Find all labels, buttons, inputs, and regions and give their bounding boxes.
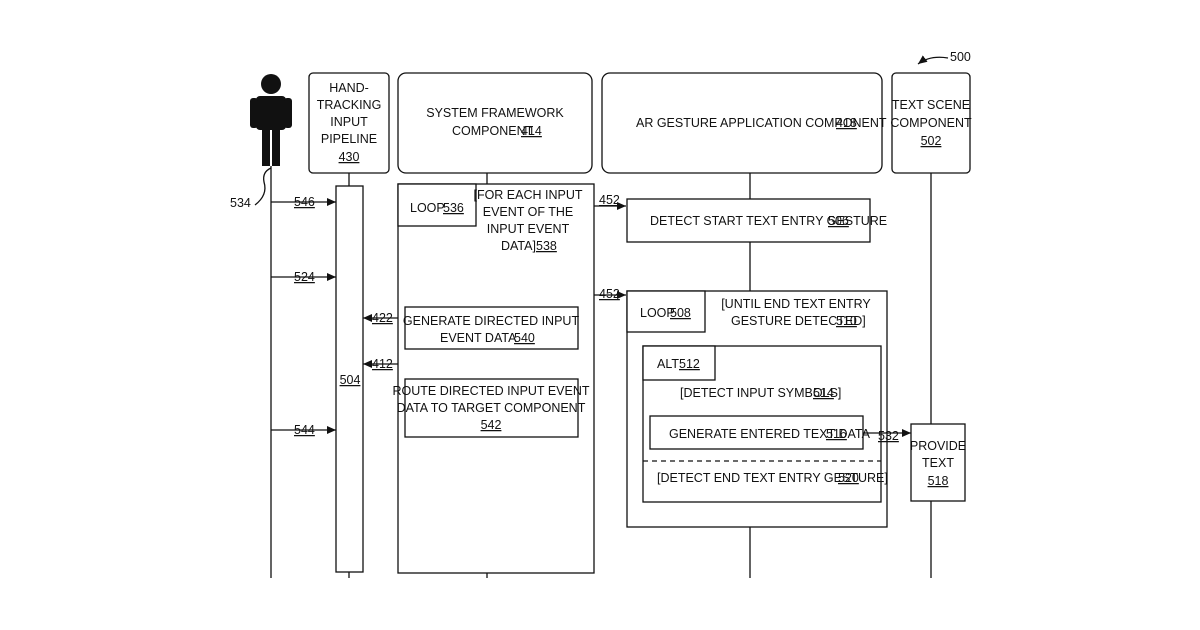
figure-reference: 500 <box>918 50 971 64</box>
alt-512-guard-2-ref: 520 <box>838 471 859 485</box>
loop-508-ref: 508 <box>670 306 691 320</box>
loop-508-guard-1: [UNTIL END TEXT ENTRY <box>721 297 871 311</box>
text-scene-ref: 502 <box>921 134 942 148</box>
hand-tracking-label-3: INPUT <box>330 115 368 129</box>
activation-bar-ref: 504 <box>340 373 361 387</box>
step-506-ref: 506 <box>828 214 849 228</box>
loop-536-guard-3: INPUT EVENT <box>487 222 570 236</box>
user-actor-icon <box>250 74 292 166</box>
step-540-ref: 540 <box>514 331 535 345</box>
participant-ar-gesture: AR GESTURE APPLICATION COMPONENT 418 <box>602 73 887 173</box>
step-516-ref: 516 <box>826 427 847 441</box>
loop-536-guard-2: EVENT OF THE <box>483 205 574 219</box>
message-544-label: 544 <box>294 423 315 437</box>
message-524-label: 524 <box>294 270 315 284</box>
system-framework-label-1: SYSTEM FRAMEWORK <box>426 106 564 120</box>
step-518-line-2: TEXT <box>922 456 954 470</box>
loop-536-guard-1: [FOR EACH INPUT <box>473 188 582 202</box>
message-422: 422 <box>363 311 398 325</box>
participant-hand-tracking: HAND- TRACKING INPUT PIPELINE 430 <box>309 73 389 173</box>
alt-512-guard-1-ref: 514 <box>813 386 834 400</box>
message-546: 546 <box>271 195 336 209</box>
message-546-label: 546 <box>294 195 315 209</box>
step-provide-text: PROVIDE TEXT 518 <box>910 424 966 501</box>
message-452-start-label: 452 <box>599 193 620 207</box>
hand-tracking-ref: 430 <box>339 150 360 164</box>
step-518-ref: 518 <box>928 474 949 488</box>
loop-508-guard-ref: 510 <box>836 314 857 328</box>
step-542-line-1: ROUTE DIRECTED INPUT EVENT <box>392 384 589 398</box>
text-scene-label-2: COMPONENT <box>890 116 972 130</box>
message-412-label: 412 <box>372 357 393 371</box>
participant-system-framework: SYSTEM FRAMEWORK COMPONENT 414 <box>398 73 592 173</box>
step-540-line-1: GENERATE DIRECTED INPUT <box>403 314 580 328</box>
loop-536-ref: 536 <box>443 201 464 215</box>
loop-536-guard-ref: 538 <box>536 239 557 253</box>
system-framework-ref: 414 <box>521 124 542 138</box>
alt-512-label: ALT <box>657 357 679 371</box>
message-452-loop: 452 <box>594 287 626 301</box>
step-generate-entered-text: GENERATE ENTERED TEXT DATA 516 <box>650 416 871 449</box>
step-route-directed-input: ROUTE DIRECTED INPUT EVENT DATA TO TARGE… <box>392 379 589 437</box>
message-524: 524 <box>271 270 336 284</box>
ar-gesture-ref: 418 <box>836 116 857 130</box>
step-506-label: DETECT START TEXT ENTRY GESTURE <box>650 214 887 228</box>
message-452-loop-label: 452 <box>599 287 620 301</box>
text-scene-label-1: TEXT SCENE <box>892 98 970 112</box>
actor-ref-label: 534 <box>230 196 251 210</box>
step-518-line-1: PROVIDE <box>910 439 966 453</box>
step-542-line-2: DATA TO TARGET COMPONENT <box>397 401 586 415</box>
loop-536-label: LOOP <box>410 201 445 215</box>
step-generate-directed-input: GENERATE DIRECTED INPUT EVENT DATA 540 <box>403 307 580 349</box>
hand-tracking-label-1: HAND- <box>329 81 369 95</box>
message-544: 544 <box>271 423 336 437</box>
figure-ref-label: 500 <box>950 50 971 64</box>
message-452-start: 452 <box>594 193 626 207</box>
participant-text-scene: TEXT SCENE COMPONENT 502 <box>890 73 972 173</box>
message-412: 412 <box>363 357 398 371</box>
step-detect-start-gesture: DETECT START TEXT ENTRY GESTURE 506 <box>627 199 887 242</box>
message-532-label: 532 <box>878 429 899 443</box>
step-542-ref: 542 <box>481 418 502 432</box>
alt-512-ref: 512 <box>679 357 700 371</box>
actor-ref-leader <box>255 168 271 205</box>
hand-tracking-label-2: TRACKING <box>317 98 382 112</box>
message-422-label: 422 <box>372 311 393 325</box>
step-540-line-2: EVENT DATA <box>440 331 517 345</box>
loop-536-guard-4: DATA] <box>501 239 536 253</box>
hand-tracking-label-4: PIPELINE <box>321 132 377 146</box>
